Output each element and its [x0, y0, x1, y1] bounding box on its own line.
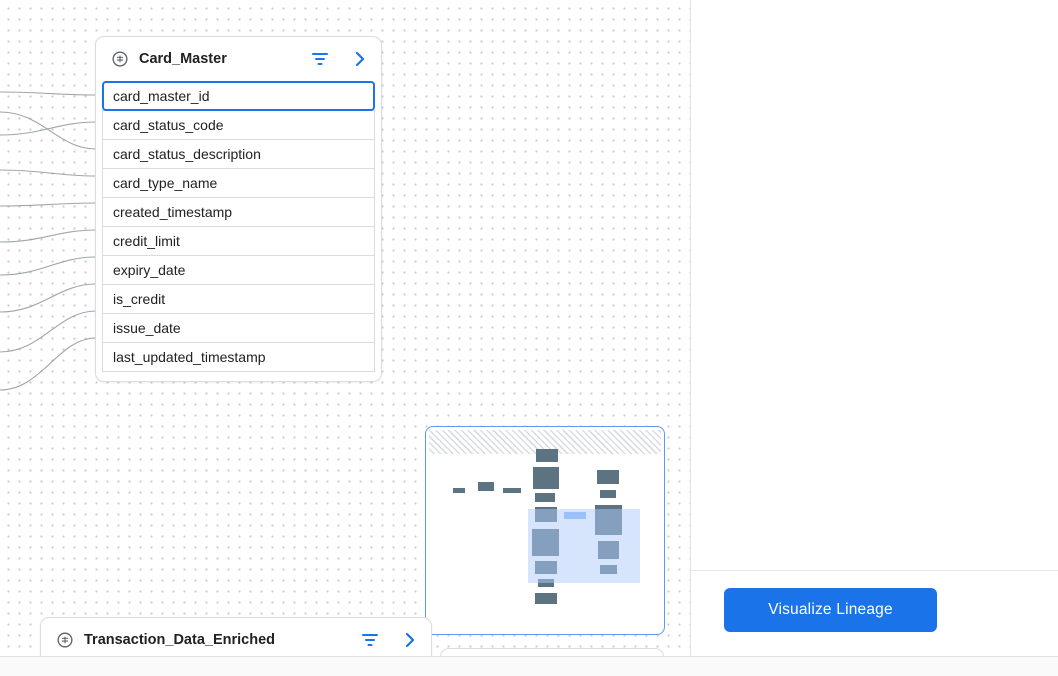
node-transaction-data-enriched[interactable]: Transaction_Data_Enriched [40, 617, 432, 657]
field-row-card_status_description[interactable]: card_status_description [102, 139, 375, 169]
bottom-strip [0, 656, 1058, 676]
field-row-last_updated_timestamp[interactable]: last_updated_timestamp [102, 342, 375, 372]
node-card-master-header[interactable]: Card_Master [96, 37, 381, 81]
table-icon [56, 631, 74, 649]
minimap-viewport[interactable] [528, 509, 640, 583]
field-row-is_credit[interactable]: is_credit [102, 284, 375, 314]
filter-icon[interactable] [361, 633, 379, 647]
minimap-node-block [535, 593, 557, 604]
minimap-node-block [533, 467, 559, 489]
minimap-node-block [453, 488, 465, 493]
minimap-node-block [536, 449, 558, 462]
field-row-card_status_code[interactable]: card_status_code [102, 110, 375, 140]
field-row-created_timestamp[interactable]: created_timestamp [102, 197, 375, 227]
minimap-node-block [503, 488, 521, 493]
minimap-node-block [600, 490, 616, 498]
panel-section-divider [691, 570, 1058, 571]
visualize-lineage-button[interactable]: Visualize Lineage [724, 588, 937, 632]
minimap-node-block [535, 493, 555, 502]
minimap[interactable] [425, 426, 665, 635]
filter-icon[interactable] [311, 52, 329, 66]
table-icon [111, 50, 129, 68]
details-panel: Visualize Lineage [690, 0, 1058, 657]
node-card-master-title: Card_Master [139, 51, 227, 67]
minimap-node-block [538, 579, 554, 587]
field-row-expiry_date[interactable]: expiry_date [102, 255, 375, 285]
field-row-card_master_id[interactable]: card_master_id [102, 81, 375, 111]
node-transaction-title: Transaction_Data_Enriched [84, 632, 275, 648]
minimap-node-block [597, 470, 619, 484]
chevron-right-icon[interactable] [405, 632, 415, 648]
node-transaction-header[interactable]: Transaction_Data_Enriched [41, 618, 431, 657]
field-row-issue_date[interactable]: issue_date [102, 313, 375, 343]
minimap-node-block [478, 482, 494, 491]
field-row-card_type_name[interactable]: card_type_name [102, 168, 375, 198]
chevron-right-icon[interactable] [355, 51, 365, 67]
field-row-credit_limit[interactable]: credit_limit [102, 226, 375, 256]
